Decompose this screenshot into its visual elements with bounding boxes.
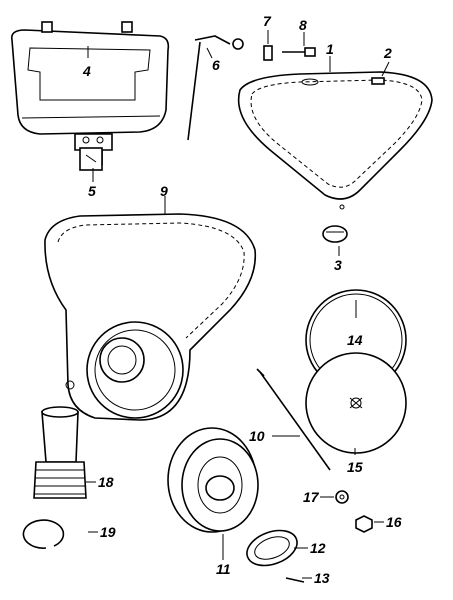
callout-7: 7: [263, 13, 272, 29]
callout-17: 17: [303, 489, 320, 505]
callout-8: 8: [299, 17, 307, 33]
callout-3: 3: [334, 257, 342, 273]
callout-6: 6: [212, 57, 220, 73]
part-13-screw: [285, 577, 305, 583]
part-17-washer: [335, 490, 349, 504]
part-6-bracket: [187, 35, 244, 141]
callout-11: 11: [216, 561, 231, 577]
callout-15: 15: [347, 459, 363, 475]
callout-1: 1: [326, 41, 334, 57]
callout-10: 10: [249, 428, 265, 444]
callout-13: 13: [314, 570, 330, 586]
part-16-nut: [355, 515, 373, 533]
part-8-screw: [282, 47, 316, 57]
leader-lines: [86, 30, 390, 579]
callout-5: 5: [88, 183, 96, 199]
callout-labels: 1 2 3 4 5 6 7 8 9 10 11 12 13 14 15 16 1…: [82, 13, 402, 586]
callout-2: 2: [383, 45, 392, 61]
callout-9: 9: [160, 183, 168, 199]
callout-12: 12: [310, 540, 326, 556]
part-5-drain-fitting: [79, 147, 103, 171]
part-11-filter-element: [167, 427, 259, 533]
part-15-filter-cover: [305, 352, 407, 454]
part-2-grommet: [371, 77, 385, 85]
callout-4: 4: [82, 63, 91, 79]
callout-16: 16: [386, 514, 402, 530]
part-12-gasket: [246, 529, 298, 567]
part-10-stud: [256, 368, 331, 471]
part-19-clamp: [22, 519, 65, 549]
part-9-filter-housing: [44, 213, 257, 421]
part-18-hose: [33, 406, 87, 499]
part-1-side-cover: [237, 71, 433, 210]
part-7-clip: [263, 45, 273, 61]
callout-14: 14: [347, 332, 363, 348]
part-4-oil-tank: [10, 21, 170, 166]
callout-19: 19: [100, 524, 116, 540]
callout-18: 18: [98, 474, 114, 490]
part-3-knob: [322, 225, 348, 243]
